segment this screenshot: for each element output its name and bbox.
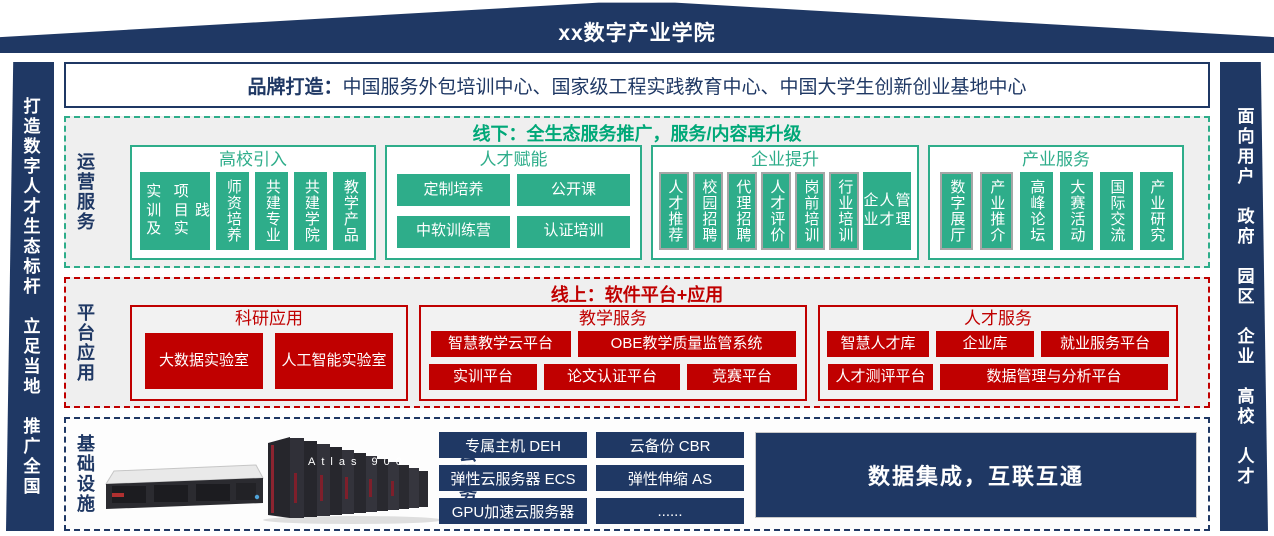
item-cbr: 云备份 CBR [596, 432, 744, 458]
item-cert-training: 认证培训 [517, 215, 630, 248]
left-ribbon-text: 打造数字人才生态标杆 立足当地 推广全国 [20, 96, 40, 497]
item-agency-recruit: 代理招聘 [727, 172, 757, 250]
operation-side-label: 运营服务 [75, 152, 95, 232]
item-training-platform: 实训平台 [429, 364, 537, 390]
top-banner: xx数字产业学院 [0, 2, 1274, 53]
item-competition-platform: 竞赛平台 [687, 364, 797, 390]
item-pre-job-training: 岗前培训 [795, 172, 825, 250]
server-cluster-label: Atlas 900 [308, 456, 408, 468]
item-enterprise-db: 企业库 [936, 331, 1034, 357]
item-bigdata-lab: 大数据实验室 [145, 333, 263, 389]
item-as: 弹性伸缩 AS [596, 465, 744, 491]
brand-text: 中国服务外包培训中心、国家级工程实践教育中心、中国大学生创新创业基地中心 [342, 76, 1027, 98]
item-practical-training: 实训及项目实践 [140, 172, 210, 250]
item-industry-training: 行业培训 [829, 172, 859, 250]
group-title: 产业服务 [1022, 150, 1090, 169]
item-deh: 专属主机 DEH [439, 432, 587, 458]
item-industry-promotion: 产业推介 [979, 172, 1013, 250]
group-talent-service: 人才服务 智慧人才库 企业库 就业服务平台 人才测评平台 数据管理与分析平台 [818, 305, 1178, 401]
group-title: 教学服务 [579, 309, 647, 328]
group-row: 实训平台 论文认证平台 竞赛平台 [421, 364, 805, 390]
right-ribbon: 面向用户 政府 园区 企业 高校 人才 [1220, 62, 1268, 531]
group-enterprise-upgrade: 企业提升 人才推荐 校园招聘 代理招聘 人才评价 岗前培训 行业培训 企业人才管… [651, 145, 919, 260]
item-custom-training: 定制培养 [397, 174, 510, 206]
group-items: 大数据实验室 人工智能实验室 [132, 331, 406, 399]
item-ecs: 弹性云服务器 ECS [439, 465, 587, 491]
item-thesis-cert-platform: 论文认证平台 [544, 364, 680, 390]
group-university-intro: 高校引入 实训及项目实践 师资培养 共建专业 共建学院 教学产品 [130, 145, 376, 260]
operation-section: 运营服务 线下：全生态服务推广，服务/内容再升级 高校引入 实训及项目实践 师资… [64, 116, 1210, 268]
group-row: 智慧人才库 企业库 就业服务平台 [820, 331, 1176, 357]
item-ai-lab: 人工智能实验室 [275, 333, 393, 389]
group-items: 人才推荐 校园招聘 代理招聘 人才评价 岗前培训 行业培训 企业人才管理 [653, 172, 917, 258]
platform-side-label: 平台应用 [75, 302, 95, 383]
platform-groups: 科研应用 大数据实验室 人工智能实验室 教学服务 智慧教学云平台 OBE教学质量… [130, 305, 1178, 401]
server-cluster-image: Atlas 900 [105, 437, 443, 524]
item-obe-quality-system: OBE教学质量监管系统 [577, 331, 796, 357]
page-title: xx数字产业学院 [558, 22, 716, 45]
server-images: Atlas 900 [98, 423, 448, 527]
item-co-college: 共建学院 [294, 172, 327, 250]
group-industry-service: 产业服务 数字展厅 产业推介 高峰论坛 大赛活动 国际交流 产业研究 [928, 145, 1184, 260]
item-teacher-training: 师资培养 [216, 172, 249, 250]
group-talent-enablement: 人才赋能 定制培养 公开课 中软训练营 认证培训 [385, 145, 642, 260]
item-data-mgmt-platform: 数据管理与分析平台 [940, 364, 1168, 390]
item-open-course: 公开课 [517, 174, 630, 206]
group-title: 人才服务 [964, 309, 1032, 328]
cloud-service-grid: 专属主机 DEH 云备份 CBR 弹性云服务器 ECS 弹性伸缩 AS GPU加… [439, 432, 744, 524]
group-title: 企业提升 [751, 150, 819, 169]
item-smart-talent-db: 智慧人才库 [827, 331, 929, 357]
group-row: 智慧教学云平台 OBE教学质量监管系统 [421, 331, 805, 357]
item-industry-research: 产业研究 [1139, 172, 1173, 250]
group-title: 科研应用 [235, 309, 303, 328]
platform-title: 线上：软件平台+应用 [550, 285, 724, 305]
item-camp: 中软训练营 [397, 215, 510, 248]
item-gpu: GPU加速云服务器 [439, 498, 587, 524]
right-ribbon-text: 面向用户 政府 园区 企业 高校 人才 [1234, 106, 1254, 487]
operation-groups: 高校引入 实训及项目实践 师资培养 共建专业 共建学院 教学产品 人才赋能 定制… [130, 145, 1184, 260]
item-enterprise-talent-mgmt: 企业人才管理 [863, 172, 911, 250]
item-intl-exchange: 国际交流 [1099, 172, 1133, 250]
group-title: 人才赋能 [479, 150, 548, 169]
data-integration-box: 数据集成，互联互通 [755, 432, 1197, 518]
group-row: 人才测评平台 数据管理与分析平台 [820, 364, 1176, 390]
item-competition: 大赛活动 [1059, 172, 1093, 250]
group-items: 定制培养 公开课 中软训练营 认证培训 [387, 172, 640, 258]
group-research-apps: 科研应用 大数据实验室 人工智能实验室 [130, 305, 408, 401]
group-items: 数字展厅 产业推介 高峰论坛 大赛活动 国际交流 产业研究 [930, 172, 1182, 258]
item-employment-platform: 就业服务平台 [1041, 331, 1169, 357]
item-summit-forum: 高峰论坛 [1019, 172, 1053, 250]
brand-bar: 品牌打造： 中国服务外包培训中心、国家级工程实践教育中心、中国大学生创新创业基地… [64, 62, 1210, 108]
item-talent-assess-platform: 人才测评平台 [828, 364, 933, 390]
left-ribbon: 打造数字人才生态标杆 立足当地 推广全国 [6, 62, 54, 531]
group-title: 高校引入 [219, 150, 287, 169]
group-items: 实训及项目实践 师资培养 共建专业 共建学院 教学产品 [132, 172, 374, 258]
item-teaching-product: 教学产品 [333, 172, 366, 250]
infrastructure-section: 基础设施 [64, 417, 1210, 531]
operation-title: 线下：全生态服务推广，服务/内容再升级 [472, 124, 802, 144]
group-teaching-service: 教学服务 智慧教学云平台 OBE教学质量监管系统 实训平台 论文认证平台 竞赛平… [419, 305, 807, 401]
item-smart-teaching-cloud: 智慧教学云平台 [430, 331, 571, 357]
item-co-major: 共建专业 [255, 172, 288, 250]
infrastructure-side-label: 基础设施 [75, 434, 95, 514]
item-more: ...... [596, 498, 744, 524]
rack-server-image [105, 464, 264, 509]
platform-section: 平台应用 线上：软件平台+应用 科研应用 大数据实验室 人工智能实验室 教学服务… [64, 277, 1210, 408]
brand-label: 品牌打造： [247, 76, 343, 98]
atlas-cluster-image: Atlas 900 [263, 437, 443, 524]
item-campus-recruit: 校园招聘 [693, 172, 723, 250]
item-talent-recommend: 人才推荐 [659, 172, 689, 250]
item-digital-hall: 数字展厅 [939, 172, 973, 250]
item-talent-evaluate: 人才评价 [761, 172, 791, 250]
